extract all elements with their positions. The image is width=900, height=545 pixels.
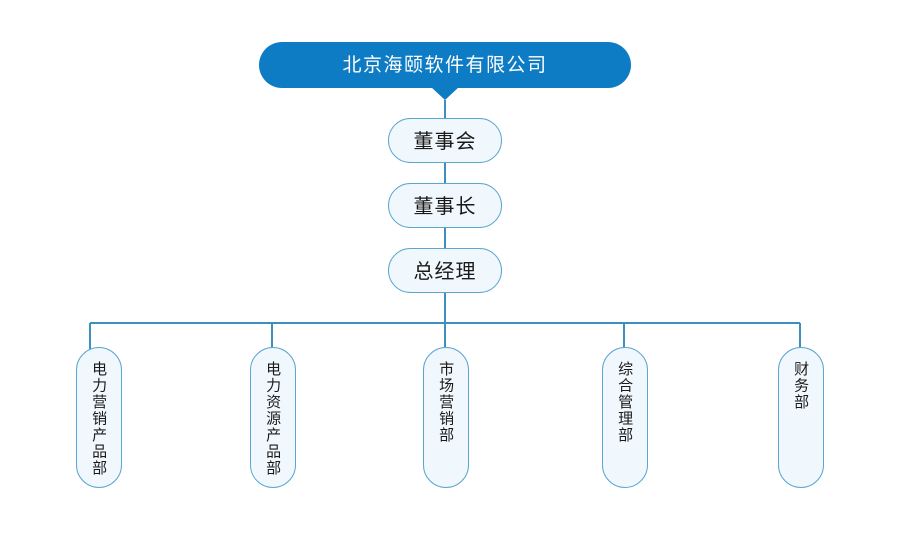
node-dept-finance[interactable]: 财务部 [778, 347, 824, 488]
node-dept-power-marketing-product-label: 电力营销产品部 [90, 361, 109, 477]
node-company-root-label: 北京海颐软件有限公司 [342, 53, 548, 76]
node-chairman[interactable]: 董事长 [388, 183, 502, 228]
node-dept-market-marketing[interactable]: 市场营销部 [423, 347, 469, 488]
node-dept-general-management[interactable]: 综合管理部 [602, 347, 648, 488]
node-dept-power-marketing-product[interactable]: 电力营销产品部 [76, 347, 122, 488]
node-general-manager-label: 总经理 [413, 258, 477, 283]
node-board-of-directors[interactable]: 董事会 [388, 118, 502, 163]
node-general-manager[interactable]: 总经理 [388, 248, 502, 293]
root-node-pointer-icon [431, 87, 459, 100]
node-dept-power-resource-product[interactable]: 电力资源产品部 [250, 347, 296, 488]
node-dept-finance-label: 财务部 [792, 361, 811, 411]
node-dept-general-management-label: 综合管理部 [616, 361, 635, 444]
node-board-of-directors-label: 董事会 [413, 128, 477, 153]
node-dept-power-resource-product-label: 电力资源产品部 [264, 361, 283, 477]
node-company-root[interactable]: 北京海颐软件有限公司 [259, 42, 631, 88]
node-dept-market-marketing-label: 市场营销部 [437, 361, 456, 444]
node-chairman-label: 董事长 [413, 193, 477, 218]
